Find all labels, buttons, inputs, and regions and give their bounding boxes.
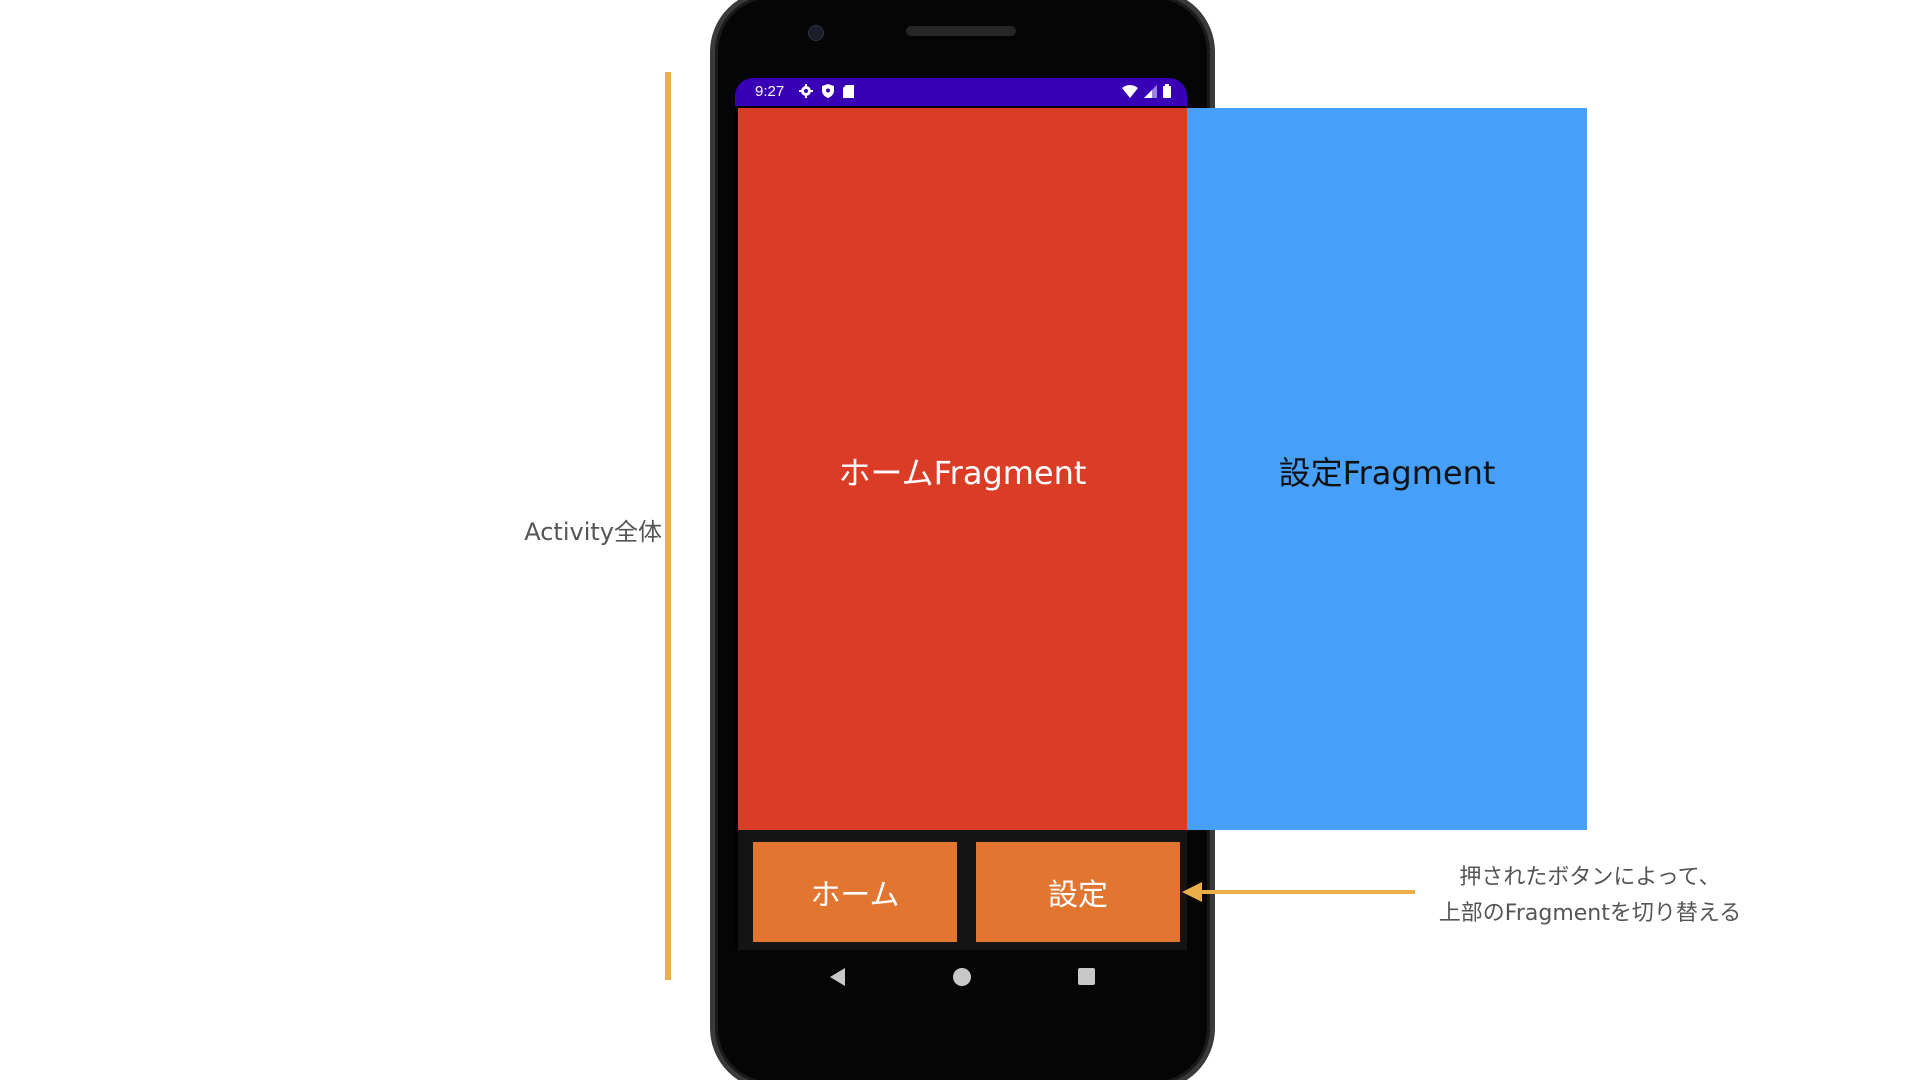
battery-icon bbox=[1163, 84, 1171, 98]
status-bar: 9:27 bbox=[735, 78, 1187, 106]
home-fragment-label: ホームFragment bbox=[838, 454, 1087, 492]
activity-label: Activity全体 bbox=[524, 518, 662, 546]
home-button[interactable]: ホーム bbox=[753, 842, 957, 942]
status-time: 9:27 bbox=[755, 83, 785, 100]
shield-icon bbox=[822, 84, 834, 98]
recent-apps-icon[interactable] bbox=[1078, 968, 1095, 985]
annotation-line-1: 押されたボタンによって、 bbox=[1459, 865, 1721, 890]
wifi-icon bbox=[1122, 84, 1138, 98]
annotation-line-2: 上部のFragmentを切り替える bbox=[1438, 901, 1742, 926]
button-bar: ホーム 設定 bbox=[738, 830, 1187, 950]
front-camera bbox=[808, 25, 824, 41]
activity-bracket-line bbox=[665, 72, 671, 980]
earpiece-speaker bbox=[906, 26, 1016, 36]
status-icons-right bbox=[1122, 84, 1171, 98]
settings-fragment: 設定Fragment bbox=[1187, 108, 1587, 830]
arrow-head bbox=[1182, 882, 1202, 902]
gear-icon bbox=[799, 84, 813, 98]
button-annotation: 押されたボタンによって、 上部のFragmentを切り替える bbox=[1400, 860, 1780, 932]
status-icons-left bbox=[799, 84, 854, 98]
back-icon[interactable] bbox=[830, 968, 845, 986]
signal-icon bbox=[1144, 84, 1157, 98]
settings-fragment-label: 設定Fragment bbox=[1278, 454, 1496, 492]
settings-button[interactable]: 設定 bbox=[976, 842, 1180, 942]
home-circle-icon[interactable] bbox=[953, 968, 971, 986]
sd-card-icon bbox=[843, 84, 854, 98]
home-fragment: ホームFragment bbox=[738, 108, 1187, 830]
arrow-line bbox=[1200, 890, 1415, 894]
